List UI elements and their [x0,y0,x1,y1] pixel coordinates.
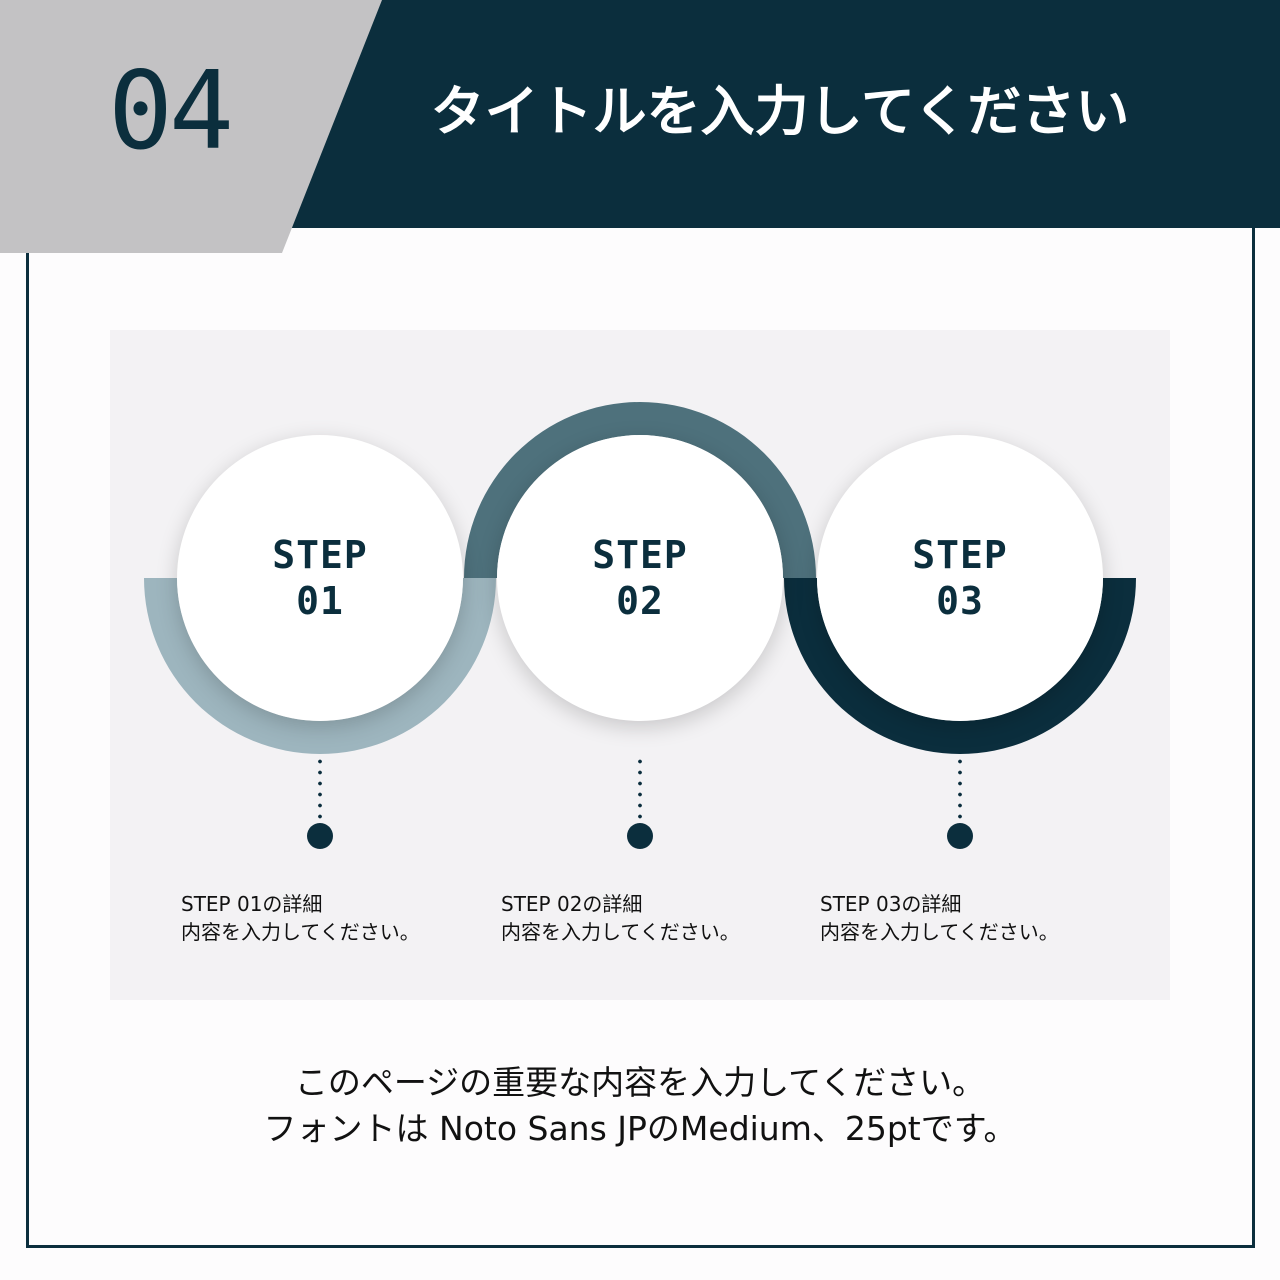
content-frame [26,200,1255,1248]
arc-step-02 [464,402,816,578]
step-01-node-dot [307,823,333,849]
step-01-circle: STEP 01 [177,435,463,721]
step-01-number: 01 [296,579,344,623]
step-02-circle: STEP 02 [497,435,783,721]
page-title: タイトルを入力してください [430,80,1130,143]
step-03-number: 03 [936,579,984,623]
step-01-connector [318,756,322,820]
step-02-number: 02 [616,579,664,623]
body-line-2: フォントは Noto Sans JPのMedium、25ptです。 [263,1109,1017,1148]
body-line-1: このページの重要な内容を入力してください。 [294,1063,986,1102]
arc-step-01 [144,578,496,754]
step-03-circle: STEP 03 [817,435,1103,721]
step-02-node-dot [627,823,653,849]
step-03-label: STEP [912,533,1008,577]
step-03-detail: STEP 03の詳細 内容を入力してください。 [820,890,1059,946]
body-text: このページの重要な内容を入力してください。 フォントは Noto Sans JP… [0,1060,1280,1152]
step-02-detail-title: STEP 02の詳細 [501,892,643,916]
step-01-detail: STEP 01の詳細 内容を入力してください。 [181,890,420,946]
step-02-detail-body: 内容を入力してください。 [501,920,740,944]
step-02-label: STEP [592,533,688,577]
step-03-detail-title: STEP 03の詳細 [820,892,962,916]
step-03-node-dot [947,823,973,849]
step-01-detail-title: STEP 01の詳細 [181,892,323,916]
step-03-detail-body: 内容を入力してください。 [820,920,1059,944]
step-01-label: STEP [272,533,368,577]
step-02-detail: STEP 02の詳細 内容を入力してください。 [501,890,740,946]
section-number: 04 [108,49,234,174]
step-03-connector [958,756,962,820]
step-01-detail-body: 内容を入力してください。 [181,920,420,944]
step-02-connector [638,756,642,820]
arc-step-03 [784,578,1136,754]
